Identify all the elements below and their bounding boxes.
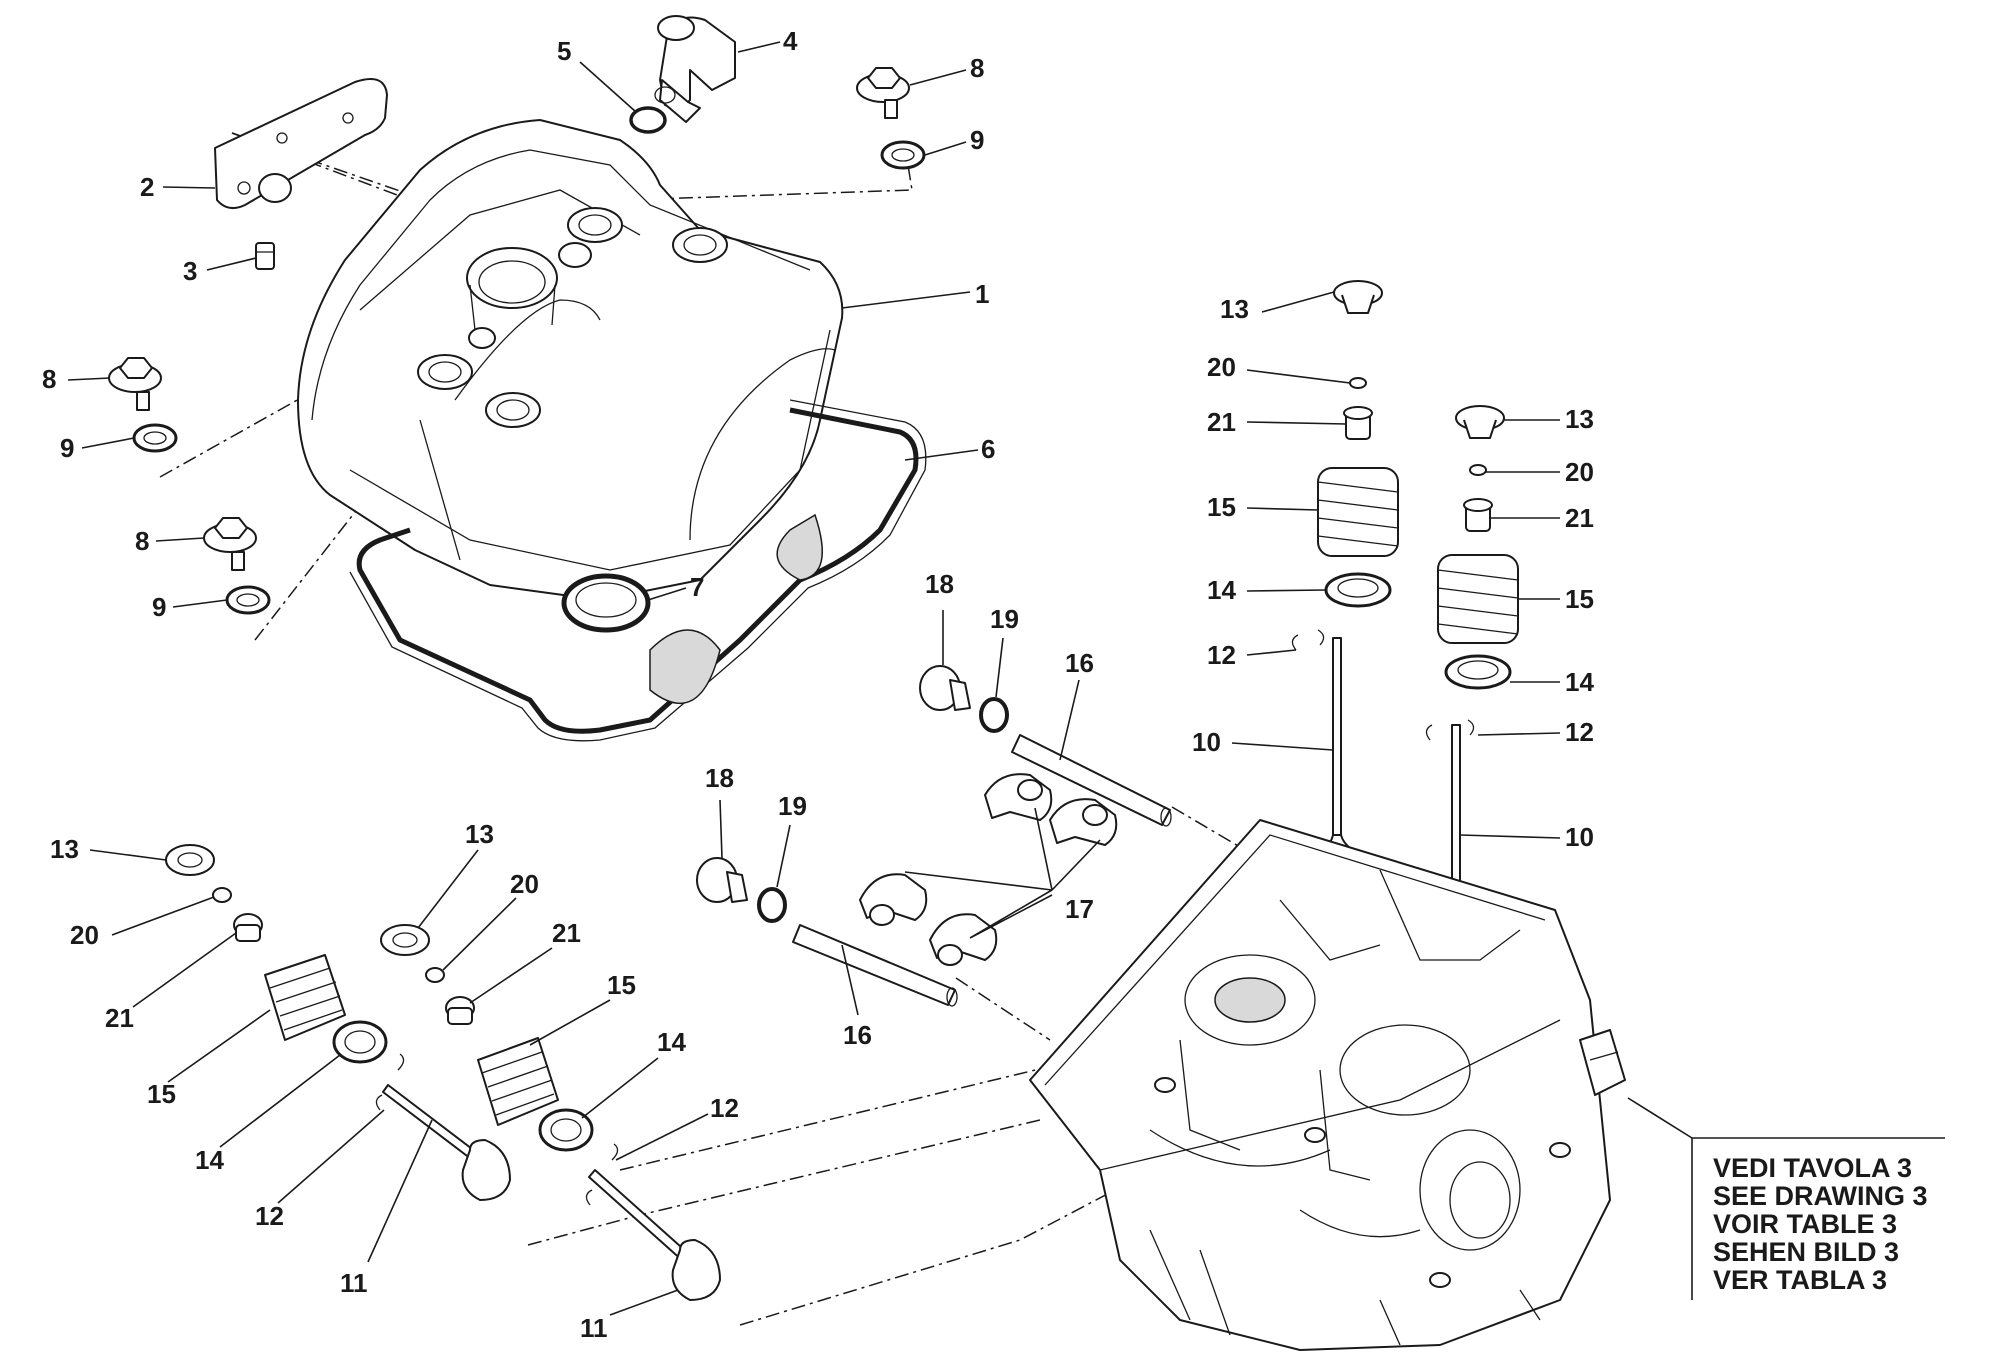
reference-note: VEDI TAVOLA 3 SEE DRAWING 3 VOIR TABLE 3… xyxy=(1713,1153,1928,1295)
callout-21-right-b: 21 xyxy=(1565,503,1594,533)
spark-plug-seal xyxy=(561,573,651,633)
callout-16-lower: 16 xyxy=(843,1020,872,1050)
callout-12-left-d: 12 xyxy=(710,1093,739,1123)
rocker-shaft-upper xyxy=(1011,734,1172,827)
washer-top xyxy=(880,140,926,170)
shaft-plug-lower xyxy=(696,857,748,903)
rocker-arm-1 xyxy=(984,773,1053,821)
callout-9-lower: 9 xyxy=(152,592,166,622)
note-line-de: SEHEN BILD 3 xyxy=(1713,1237,1899,1267)
note-line-es: VER TABLA 3 xyxy=(1713,1265,1887,1295)
callout-20-left-d: 20 xyxy=(510,869,539,899)
callout-labels: 1 2 3 4 5 6 7 8 8 8 9 9 9 13 20 21 15 14… xyxy=(42,26,1594,1343)
callout-12-left-c: 12 xyxy=(255,1201,284,1231)
callout-13-right-a: 13 xyxy=(1220,294,1249,324)
callout-13-left-c: 13 xyxy=(50,834,79,864)
callout-19-lower: 19 xyxy=(778,791,807,821)
cover-bolt-lower xyxy=(203,517,257,571)
callout-13-right-b: 13 xyxy=(1565,404,1594,434)
valve-spring-d xyxy=(477,1037,559,1126)
rocker-arm-2 xyxy=(1049,798,1118,846)
callout-15-right-b: 15 xyxy=(1565,584,1594,614)
callout-14-right-b: 14 xyxy=(1565,667,1594,697)
valve-cover xyxy=(297,119,844,601)
callout-12-right-b: 12 xyxy=(1565,717,1594,747)
callout-20-right-a: 20 xyxy=(1207,352,1236,382)
note-line-en: SEE DRAWING 3 xyxy=(1713,1181,1928,1211)
callout-9-left: 9 xyxy=(60,433,74,463)
callout-21-left-c: 21 xyxy=(105,1003,134,1033)
callout-15-left-c: 15 xyxy=(147,1079,176,1109)
note-line-it: VEDI TAVOLA 3 xyxy=(1713,1153,1912,1183)
callout-8-left: 8 xyxy=(42,364,56,394)
callout-8-lower: 8 xyxy=(135,526,149,556)
cover-bolt-top xyxy=(856,67,910,119)
callout-15-right-a: 15 xyxy=(1207,492,1236,522)
callout-10-right-b: 10 xyxy=(1565,822,1594,852)
callout-16-upper: 16 xyxy=(1065,648,1094,678)
valve-stack-lower-d xyxy=(380,924,721,1301)
shaft-washer-lower xyxy=(757,887,787,923)
note-line-fr: VOIR TABLE 3 xyxy=(1713,1209,1897,1239)
callout-18-lower: 18 xyxy=(705,763,734,793)
rocker-shaft-lower xyxy=(792,924,958,1007)
callout-4: 4 xyxy=(783,26,798,56)
rocker-arm-3 xyxy=(859,873,928,926)
shaft-plug-upper xyxy=(919,665,971,711)
valve-d xyxy=(588,1169,721,1301)
breather-fitting xyxy=(654,15,736,123)
rocker-arm-4 xyxy=(929,913,998,966)
valve-c xyxy=(382,1084,511,1201)
callout-5: 5 xyxy=(557,36,571,66)
callout-6: 6 xyxy=(981,434,995,464)
callout-15-left-d: 15 xyxy=(607,970,636,1000)
shaft-washer-upper xyxy=(979,697,1009,733)
callout-17: 17 xyxy=(1065,894,1094,924)
valve-stack-lower-c xyxy=(165,844,511,1201)
callout-20-right-b: 20 xyxy=(1565,457,1594,487)
callout-14-left-c: 14 xyxy=(195,1145,224,1175)
washer-left xyxy=(132,423,178,453)
callout-7: 7 xyxy=(690,572,704,602)
cover-bolt-left xyxy=(108,357,162,411)
callout-21-left-d: 21 xyxy=(552,918,581,948)
valve-spring-a xyxy=(1317,467,1399,557)
cylinder-head xyxy=(1029,819,1626,1351)
callout-14-left-d: 14 xyxy=(657,1027,686,1057)
callout-14-right-a: 14 xyxy=(1207,575,1236,605)
callout-11-left-d: 11 xyxy=(580,1313,608,1343)
callout-3: 3 xyxy=(183,256,197,286)
callout-11-left-c: 11 xyxy=(340,1268,368,1298)
o-ring xyxy=(629,106,667,134)
cover-gasket xyxy=(349,399,927,742)
valve-spring-c xyxy=(264,954,346,1041)
callout-1: 1 xyxy=(975,279,989,309)
callout-12-right-a: 12 xyxy=(1207,640,1236,670)
callout-2: 2 xyxy=(140,172,154,202)
callout-18-upper: 18 xyxy=(925,569,954,599)
washer-lower xyxy=(225,585,271,615)
small-screw xyxy=(255,242,275,270)
callout-20-left-c: 20 xyxy=(70,920,99,950)
callout-21-right-a: 21 xyxy=(1207,407,1236,437)
callout-9-top: 9 xyxy=(970,125,984,155)
callout-19-upper: 19 xyxy=(990,604,1019,634)
callout-10-right-a: 10 xyxy=(1192,727,1221,757)
callout-13-left-d: 13 xyxy=(465,819,494,849)
valve-spring-b xyxy=(1437,554,1519,644)
callout-8-top: 8 xyxy=(970,53,984,83)
valve-stack-upper-a xyxy=(1291,280,1399,876)
leader-lines xyxy=(67,41,1945,1316)
gasket-plate xyxy=(214,78,388,210)
